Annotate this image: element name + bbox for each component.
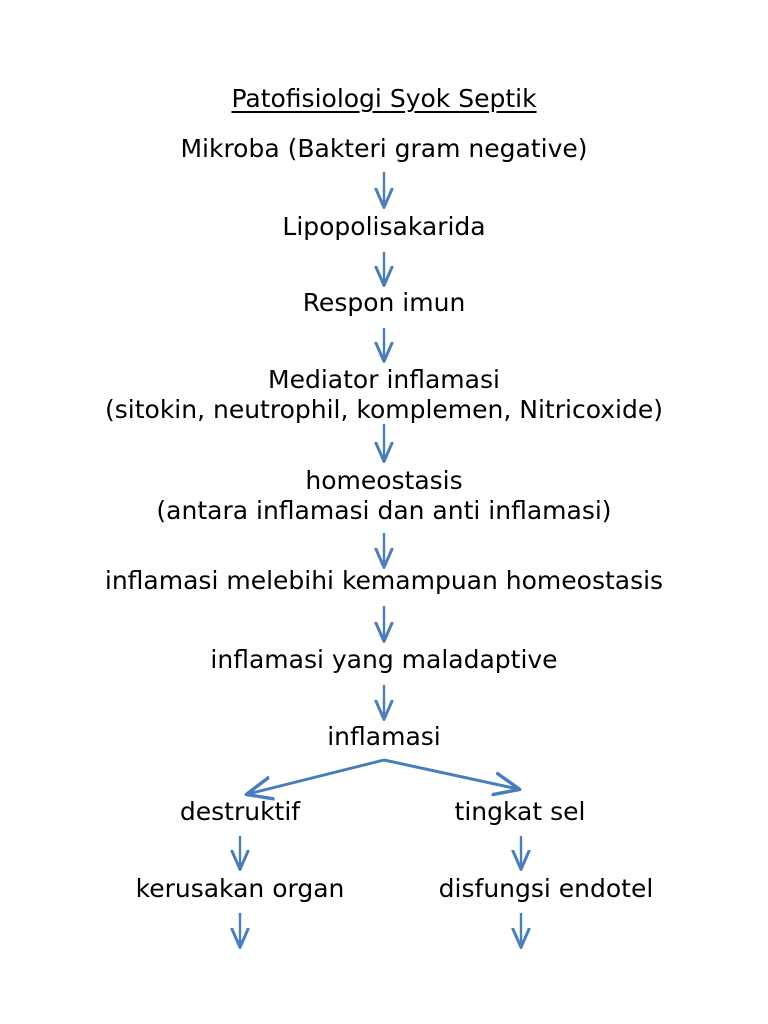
node-respon-imun: Respon imun — [302, 288, 466, 317]
node-lipopolisakarida: Lipopolisakarida — [282, 212, 486, 241]
node-homeostasis-sublabel: (antara inflamasi dan anti inflamasi) — [156, 495, 612, 525]
node-disfungsi-endotel: disfungsi endotel — [438, 874, 654, 903]
node-mediator-inflamasi-label: Mediator inflamasi — [268, 365, 500, 394]
node-inflamasi-yang-maladaptive: inflamasi yang maladaptive — [210, 645, 558, 674]
node-tingkat-sel: tingkat sel — [454, 797, 586, 826]
node-inflamasi-melebihi-kemampuan-homeostasis: inflamasi melebihi kemampuan homeostasis — [104, 566, 664, 595]
node-destruktif: destruktif — [179, 797, 301, 826]
node-inflamasi: inflamasi — [327, 722, 441, 751]
page-title: Patofisiologi Syok Septik — [231, 84, 537, 113]
arrow-inflamasi-to-destruktif — [248, 758, 385, 794]
node-homeostasis: homeostasis (antara inflamasi dan anti i… — [0, 466, 768, 525]
arrow-inflamasi-to-tingkat-sel — [383, 758, 518, 789]
node-mikroba: Mikroba (Bakteri gram negative) — [180, 134, 588, 163]
node-mediator-inflamasi: Mediator inflamasi (sitokin, neutrophil,… — [0, 365, 768, 424]
node-homeostasis-label: homeostasis — [305, 466, 463, 495]
node-mediator-inflamasi-sublabel: (sitokin, neutrophil, komplemen, Nitrico… — [105, 394, 663, 424]
node-kerusakan-organ: kerusakan organ — [135, 874, 345, 903]
